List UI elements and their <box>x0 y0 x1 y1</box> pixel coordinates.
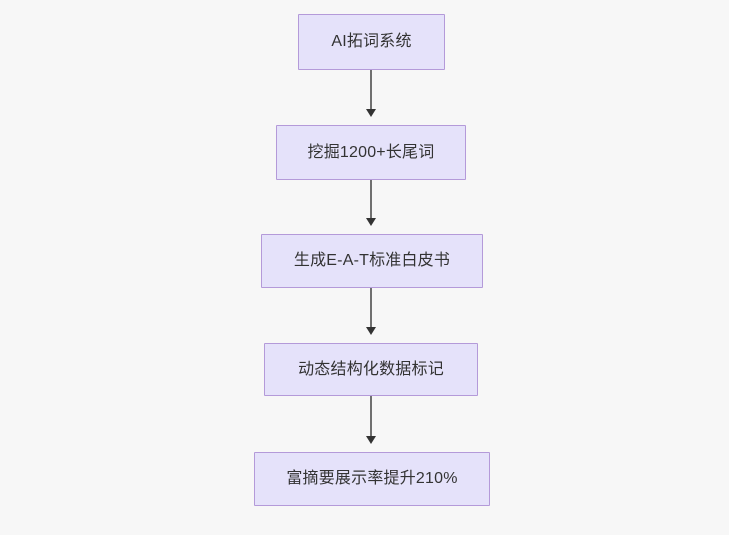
arrowhead-icon <box>366 109 376 117</box>
flow-node-mine-longtail-keywords[interactable]: 挖掘1200+长尾词 <box>276 125 466 180</box>
flow-node-label: 动态结构化数据标记 <box>298 360 444 378</box>
flow-node-generate-eat-whitepaper[interactable]: 生成E-A-T标准白皮书 <box>261 234 483 288</box>
flow-node-dynamic-structured-data-markup[interactable]: 动态结构化数据标记 <box>264 343 478 396</box>
arrowhead-icon <box>366 436 376 444</box>
arrowhead-icon <box>366 327 376 335</box>
edge-line <box>370 396 372 436</box>
edge-line <box>370 288 372 327</box>
flow-node-label: 生成E-A-T标准白皮书 <box>293 252 451 270</box>
flow-node-rich-snippet-rate-increase[interactable]: 富摘要展示率提升210% <box>254 452 490 506</box>
flow-node-label: 挖掘1200+长尾词 <box>307 143 435 161</box>
flow-node-label: 富摘要展示率提升210% <box>286 470 458 488</box>
flow-node-label: AI拓词系统 <box>331 33 412 51</box>
edge-line <box>370 70 372 109</box>
arrowhead-icon <box>366 218 376 226</box>
flow-node-ai-keyword-system[interactable]: AI拓词系统 <box>298 14 445 70</box>
edge-line <box>370 180 372 218</box>
